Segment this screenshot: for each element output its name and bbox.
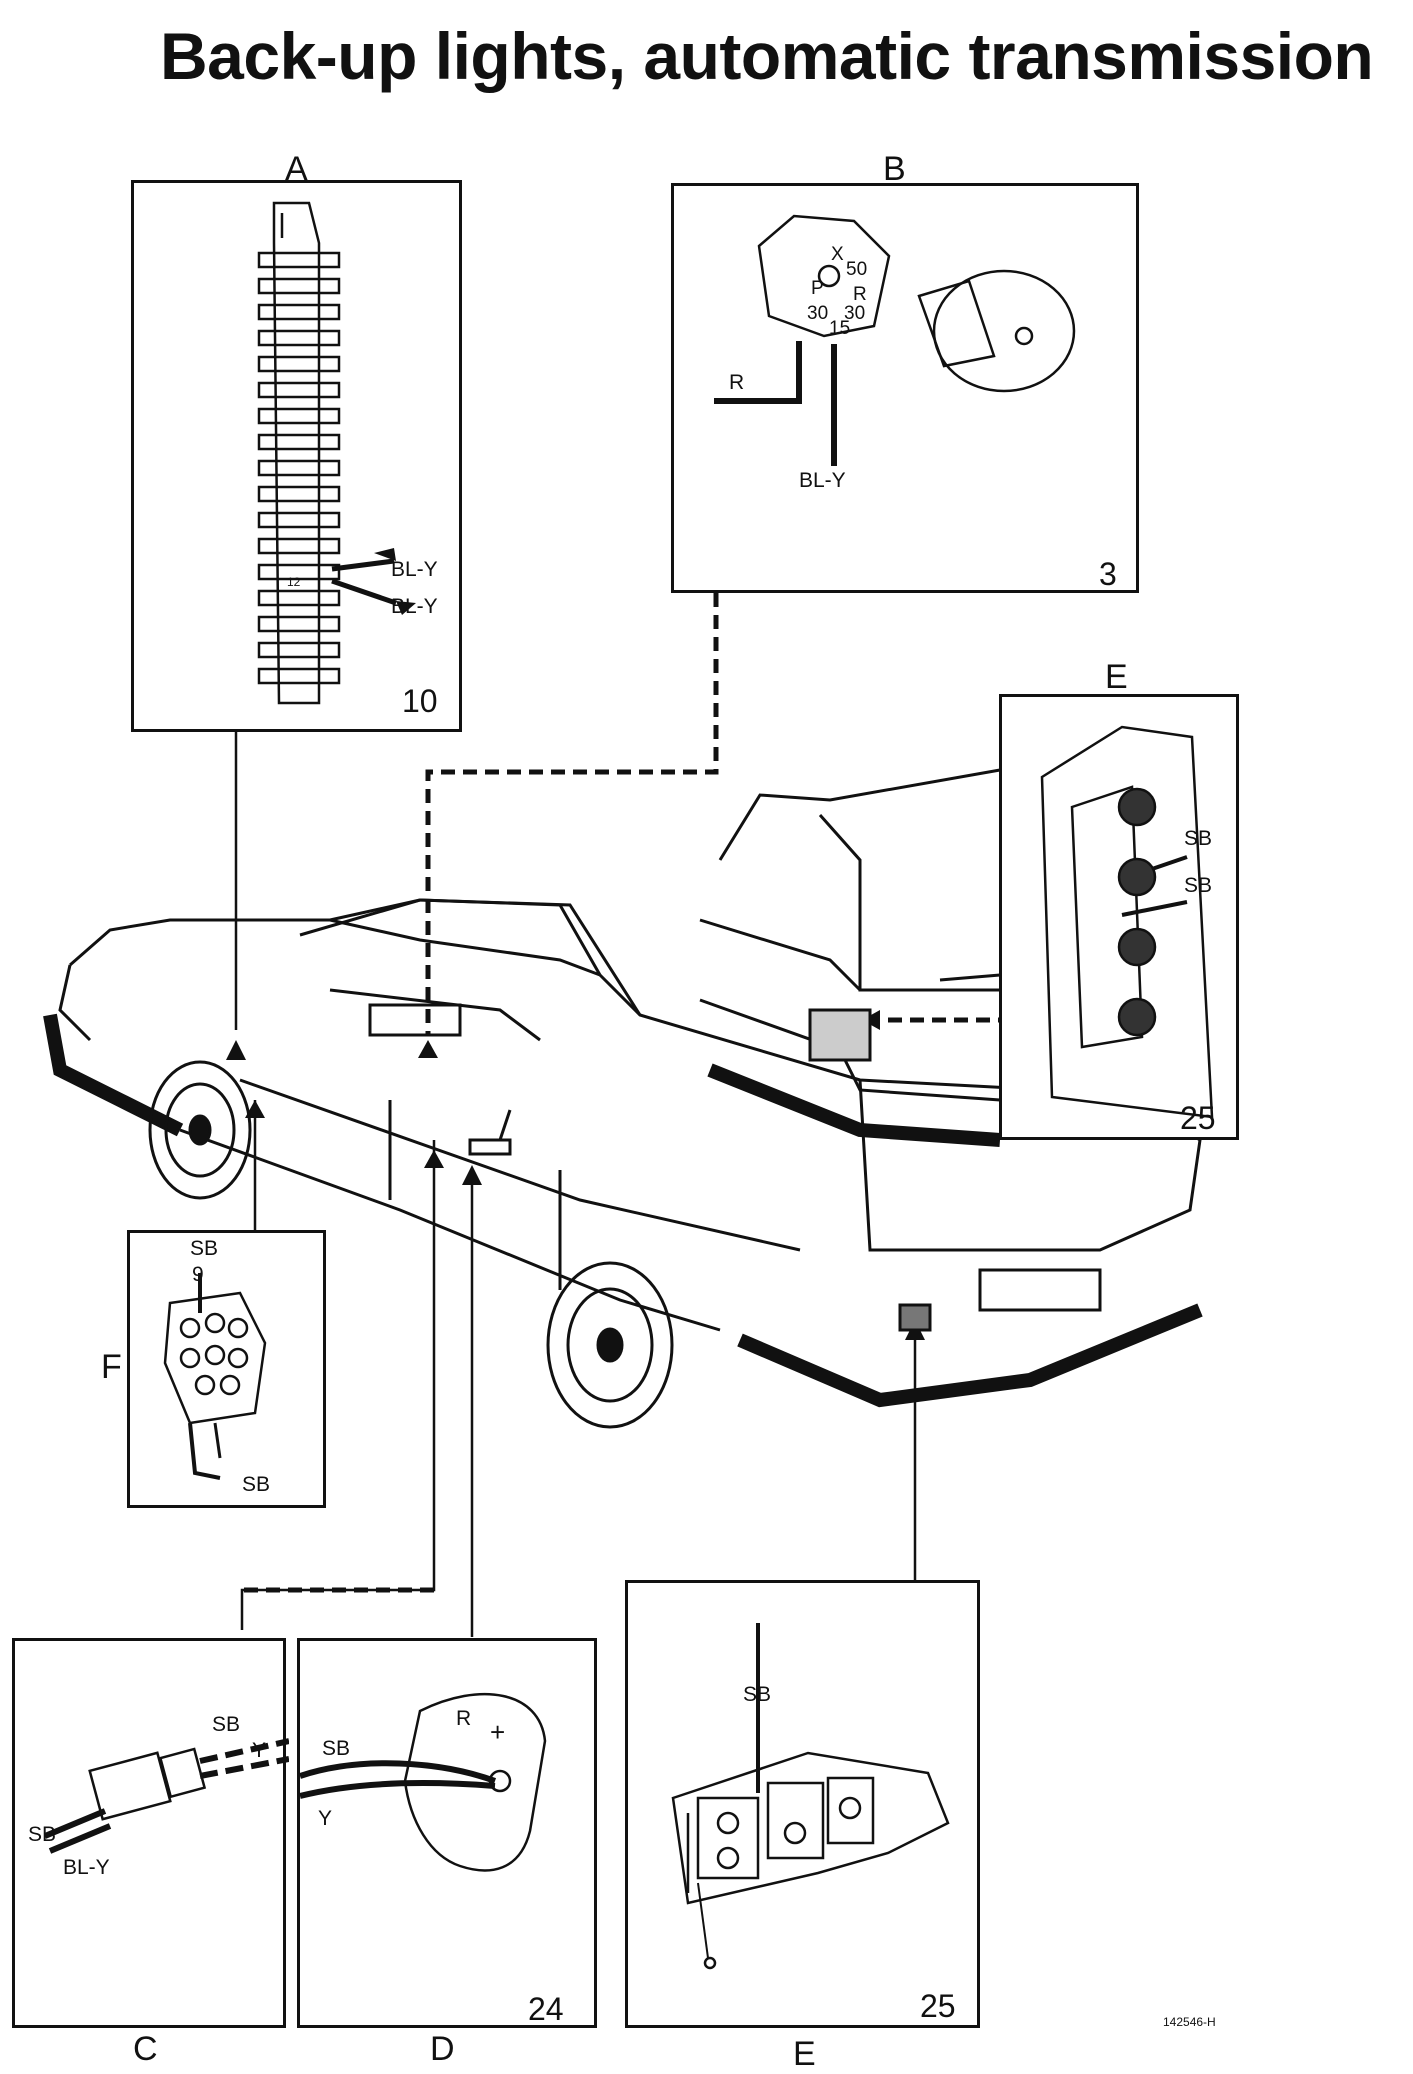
panel-c-wire-sb-left: SB bbox=[28, 1823, 57, 1846]
wagon-rear-drawing bbox=[699, 768, 1001, 1147]
panel-f-label: F bbox=[101, 1348, 122, 1386]
panel-a: BL-Y BL-Y 12 10 bbox=[131, 180, 462, 732]
panel-d-wire-y: Y bbox=[318, 1807, 333, 1830]
panel-d-label: D bbox=[430, 2030, 455, 2068]
panel-e-top-wire-1: SB bbox=[1184, 827, 1213, 850]
car-drawing bbox=[43, 898, 1203, 1429]
tail-light-housing-icon bbox=[671, 1623, 950, 1970]
panel-b-wire-bly: BL-Y bbox=[799, 469, 846, 492]
panel-f-wire-top: SB bbox=[190, 1237, 219, 1260]
panel-c-wire-sb-right: SB bbox=[212, 1713, 241, 1736]
connector-icon bbox=[163, 1273, 267, 1480]
panel-c: SB SB BL-Y Y bbox=[12, 1638, 289, 2028]
panel-b: X 50 P R 30 30 15 R BL-Y 3 bbox=[671, 183, 1139, 593]
panel-b-terminal-p: P bbox=[811, 278, 824, 299]
panel-b-number: 3 bbox=[1099, 556, 1117, 592]
panel-c-wire-y: Y bbox=[252, 1739, 267, 1762]
panel-d-wire-sb: SB bbox=[322, 1737, 351, 1760]
panel-b-terminal-30b: 30 bbox=[844, 303, 866, 324]
panel-b-terminal-x: X bbox=[831, 244, 844, 265]
panel-c-label: C bbox=[133, 2030, 158, 2068]
page-title: Back-up lights, automatic transmission bbox=[160, 19, 1374, 93]
panel-d-marking-r: R bbox=[456, 1707, 472, 1730]
panel-b-wire-r: R bbox=[729, 371, 745, 394]
panel-e-bottom-label: E bbox=[793, 2035, 816, 2073]
panel-d-marking-plus: + bbox=[490, 1717, 506, 1747]
panel-e-top-wire-2: SB bbox=[1184, 874, 1213, 897]
panel-f-pin-number: 9 bbox=[192, 1263, 204, 1286]
panel-a-wire-2: BL-Y bbox=[391, 595, 438, 618]
plug-connector-icon bbox=[43, 1738, 289, 1854]
fuse-box-icon bbox=[257, 201, 416, 705]
reference-code: 142546-H bbox=[1163, 2015, 1216, 2029]
panel-a-number: 10 bbox=[402, 683, 438, 719]
panel-b-label: B bbox=[883, 150, 906, 188]
panel-a-label: A bbox=[285, 150, 308, 188]
panel-d: R + SB Y 24 bbox=[297, 1638, 597, 2028]
panel-e-top-label: E bbox=[1105, 658, 1128, 696]
panel-a-pin-number: 12 bbox=[287, 575, 301, 589]
panel-b-terminal-r: R bbox=[853, 284, 867, 305]
panel-e-bottom-wire-sb: SB bbox=[743, 1683, 772, 1706]
gear-selector-icon bbox=[300, 1692, 547, 1872]
ignition-switch-icon bbox=[714, 214, 1076, 466]
panel-f-wire-bottom: SB bbox=[242, 1473, 271, 1496]
panel-d-number: 24 bbox=[528, 1991, 564, 2027]
panel-b-terminal-30a: 30 bbox=[807, 303, 829, 324]
panel-e-bottom: SB 25 bbox=[625, 1580, 980, 2028]
connector-line-b bbox=[425, 593, 719, 1035]
panel-f: SB 9 SB bbox=[127, 1230, 326, 1508]
panel-a-wire-1: BL-Y bbox=[391, 558, 438, 581]
panel-e-top-number: 25 bbox=[1180, 1100, 1216, 1136]
tail-light-icon bbox=[1040, 725, 1214, 1119]
panel-c-wire-bly: BL-Y bbox=[63, 1856, 110, 1879]
panel-e-top: SB SB 25 bbox=[999, 694, 1239, 1140]
panel-b-terminal-15: 15 bbox=[829, 318, 851, 339]
panel-e-bottom-number: 25 bbox=[920, 1988, 956, 2024]
panel-b-terminal-50: 50 bbox=[846, 259, 868, 280]
